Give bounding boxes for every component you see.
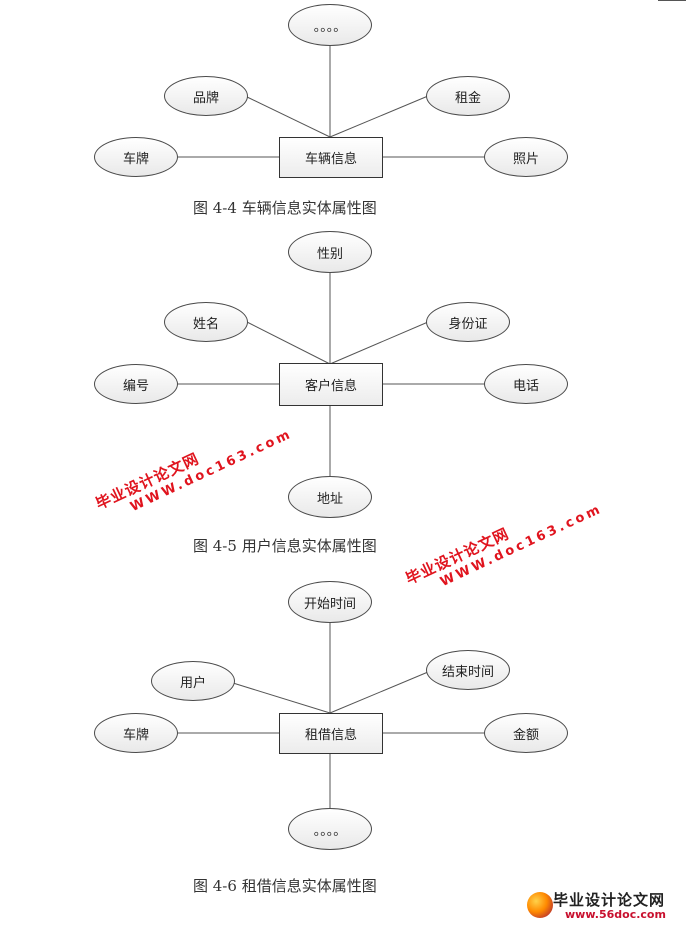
entity-box: 车辆信息	[279, 137, 383, 178]
attr-ellipse: 性别	[288, 231, 372, 273]
logo-brand-text: 毕业设计论文网	[553, 891, 666, 909]
figure-caption: 图 4-6 租借信息实体属性图	[193, 877, 377, 895]
edge-d3-upper-left	[232, 682, 331, 714]
attr-ellipse: 金额	[484, 713, 568, 753]
attr-ellipse: 电话	[484, 364, 568, 404]
attr-ellipse: 编号	[94, 364, 178, 404]
logo-site-text: www.56doc.com	[565, 908, 666, 921]
entity-box: 租借信息	[279, 713, 383, 754]
globe-icon	[527, 892, 553, 918]
top-edge-line	[658, 0, 686, 1]
attr-ellipse: 租金	[426, 76, 510, 116]
attr-ellipse: 品牌	[164, 76, 248, 116]
attr-ellipse: 姓名	[164, 302, 248, 342]
figure-caption: 图 4-4 车辆信息实体属性图	[193, 199, 377, 217]
attr-ellipse: 开始时间	[288, 581, 372, 623]
attr-ellipse: 身份证	[426, 302, 510, 342]
entity-box: 客户信息	[279, 363, 383, 406]
attr-ellipse: 车牌	[94, 713, 178, 753]
edge-d1-upper-left	[244, 95, 331, 138]
edge-d2-upper-left	[246, 321, 331, 365]
edge-d1-upper-right	[329, 95, 429, 138]
attr-ellipse: 。。。。	[288, 808, 372, 850]
attr-ellipse: 车牌	[94, 137, 178, 177]
figure-caption: 图 4-5 用户信息实体属性图	[193, 537, 377, 555]
site-logo: 毕业设计论文网 www.56doc.com	[525, 888, 680, 922]
attr-ellipse: 。。。。	[288, 4, 372, 46]
attr-ellipse: 结束时间	[426, 650, 510, 690]
attr-ellipse: 照片	[484, 137, 568, 177]
attr-ellipse: 用户	[151, 661, 235, 701]
attr-ellipse: 地址	[288, 476, 372, 518]
edge-d3-upper-right	[329, 671, 429, 714]
edge-d2-upper-right	[329, 321, 429, 365]
